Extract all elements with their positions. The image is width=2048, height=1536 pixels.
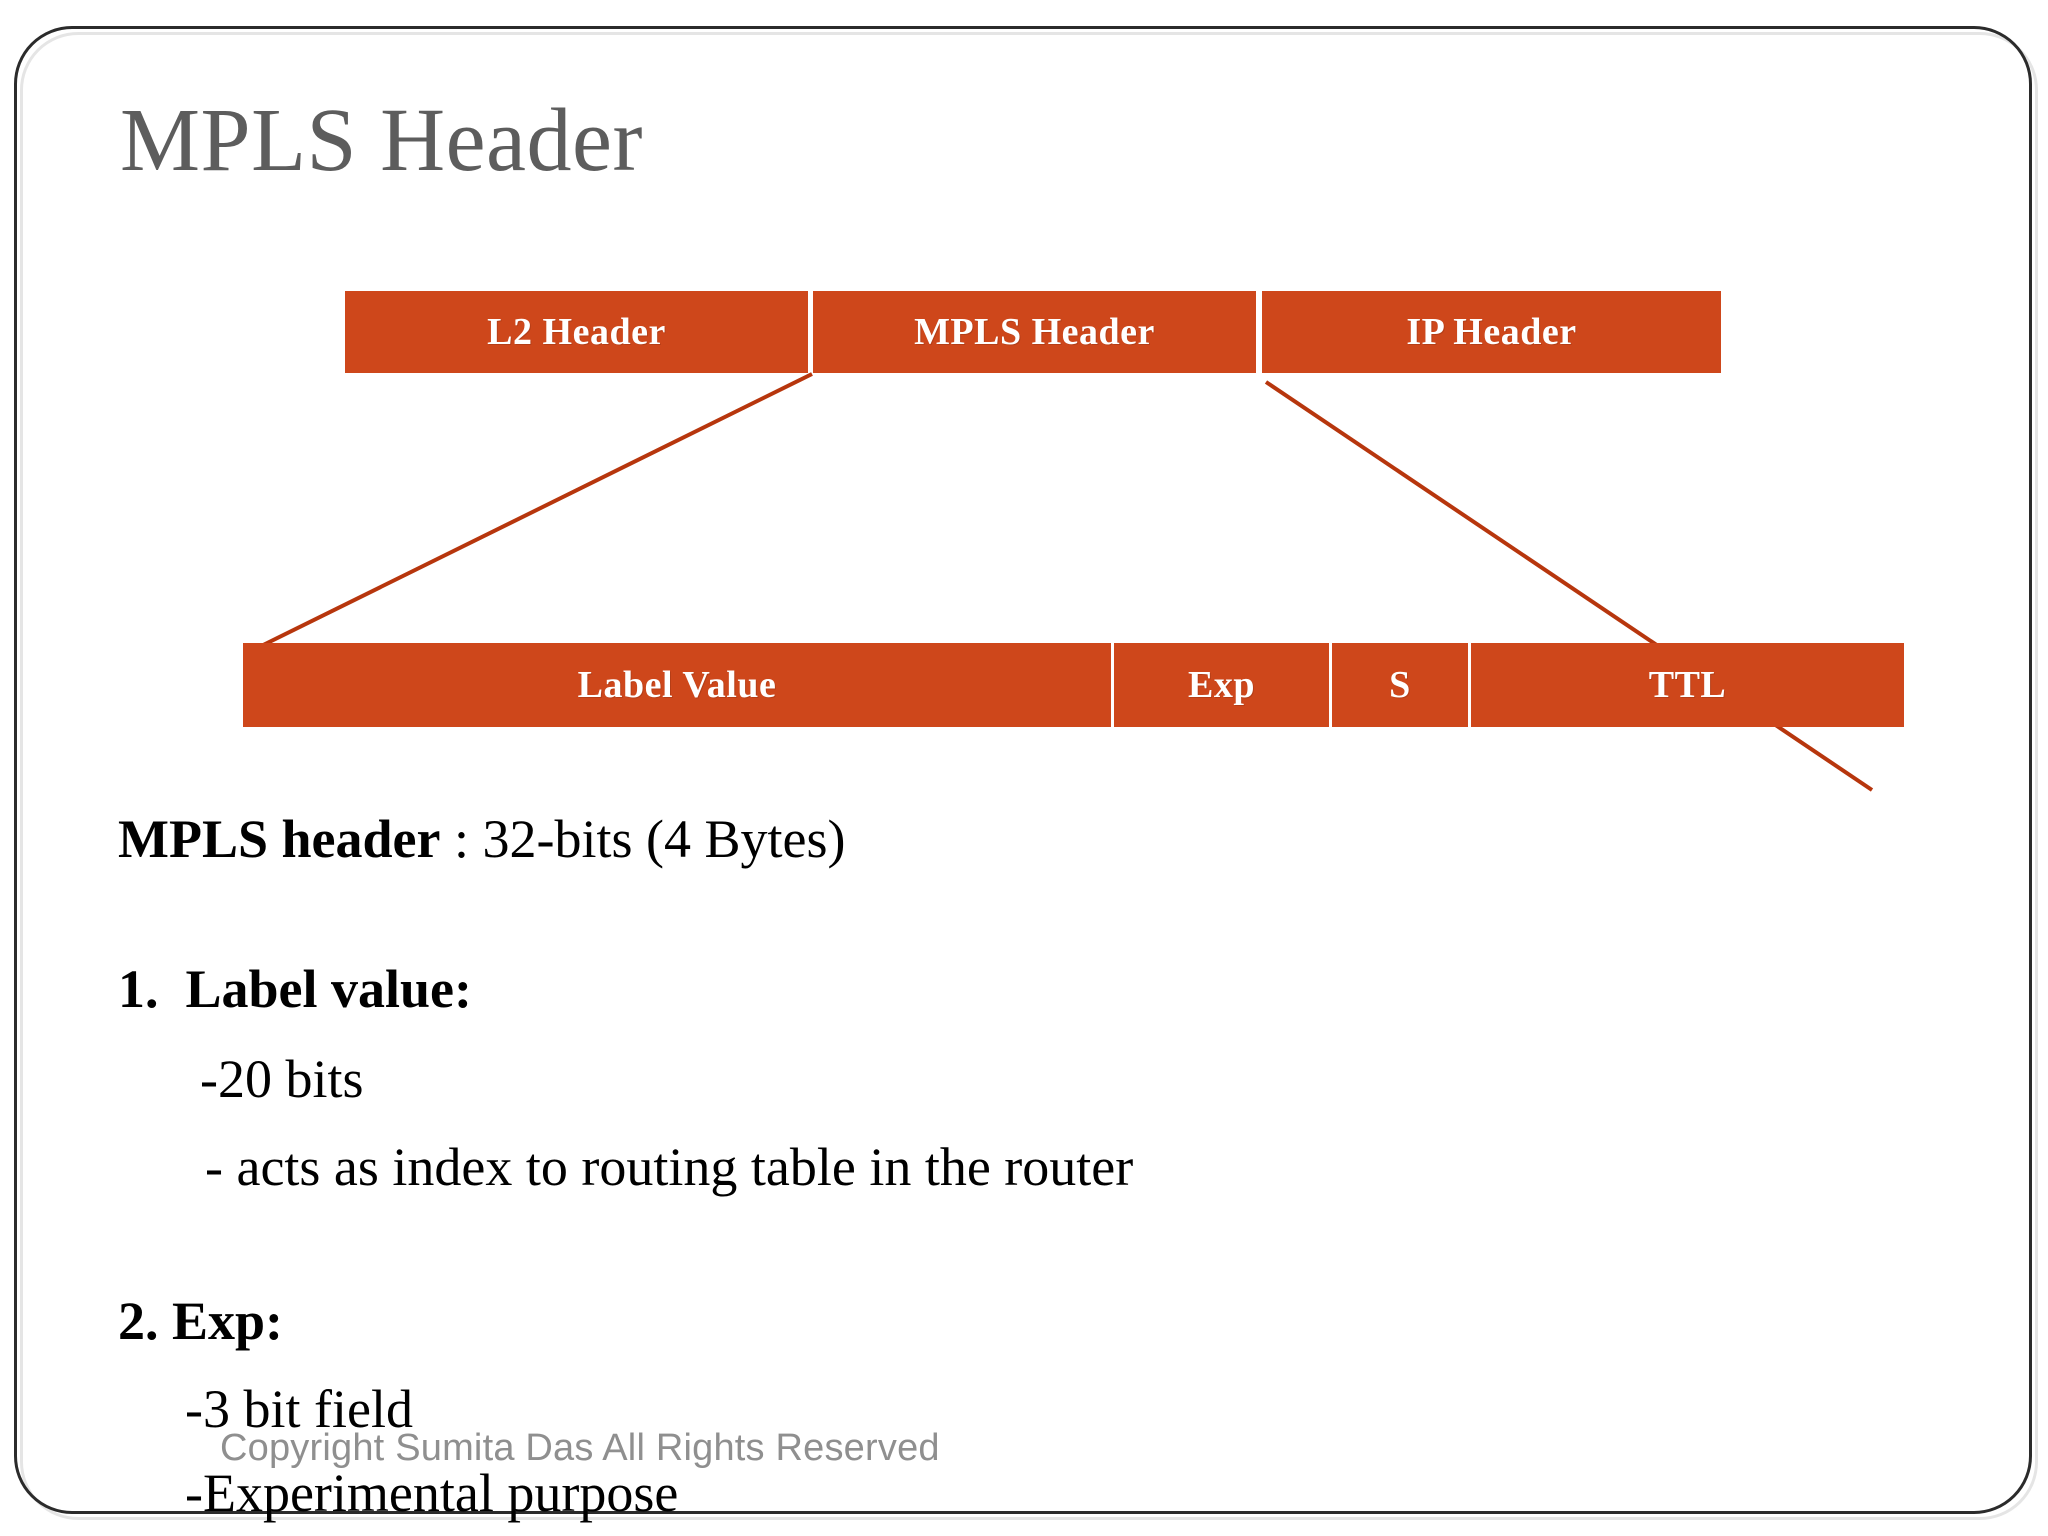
header-segment-l2[interactable]: L2 Header [345,291,808,373]
list-item-1-detail-1: -20 bits [200,1049,364,1109]
copyright-watermark: Copyright Sumita Das All Rights Reserved [220,1427,940,1469]
slide-frame-shadow [20,32,2038,1520]
list-item-1-detail-2: - acts as index to routing table in the … [205,1137,1134,1197]
list-item-1-label: Label value: [185,959,473,1019]
page-title: MPLS Header [120,91,643,190]
connector-line-left [246,372,813,655]
connector-line-right [1264,380,1874,792]
list-item-2-detail-1: -3 bit field [185,1379,413,1439]
mpls-field-label-value[interactable]: Label Value [243,643,1111,727]
slide-frame-border [14,26,2032,1514]
header-segment-mpls[interactable]: MPLS Header [813,291,1256,373]
list-item-2-marker: 2. [118,1291,159,1351]
list-item-2-label: Exp: [172,1291,284,1351]
mpls-field-s[interactable]: S [1332,643,1468,727]
list-item-1-title: 1. Label value: [118,962,472,1016]
mpls-header-size-value: : 32-bits (4 Bytes) [440,809,846,869]
mpls-header-size-label: MPLS header [118,809,441,869]
mpls-header-size-line: MPLS header : 32-bits (4 Bytes) [118,812,845,866]
mpls-field-ttl[interactable]: TTL [1471,643,1904,727]
list-item-1-marker: 1. [118,959,159,1019]
list-item-2-detail-2: -Experimental purpose [185,1463,679,1523]
mpls-field-exp[interactable]: Exp [1114,643,1329,727]
header-segment-ip[interactable]: IP Header [1262,291,1721,373]
list-item-2-title: 2. Exp: [118,1294,283,1348]
